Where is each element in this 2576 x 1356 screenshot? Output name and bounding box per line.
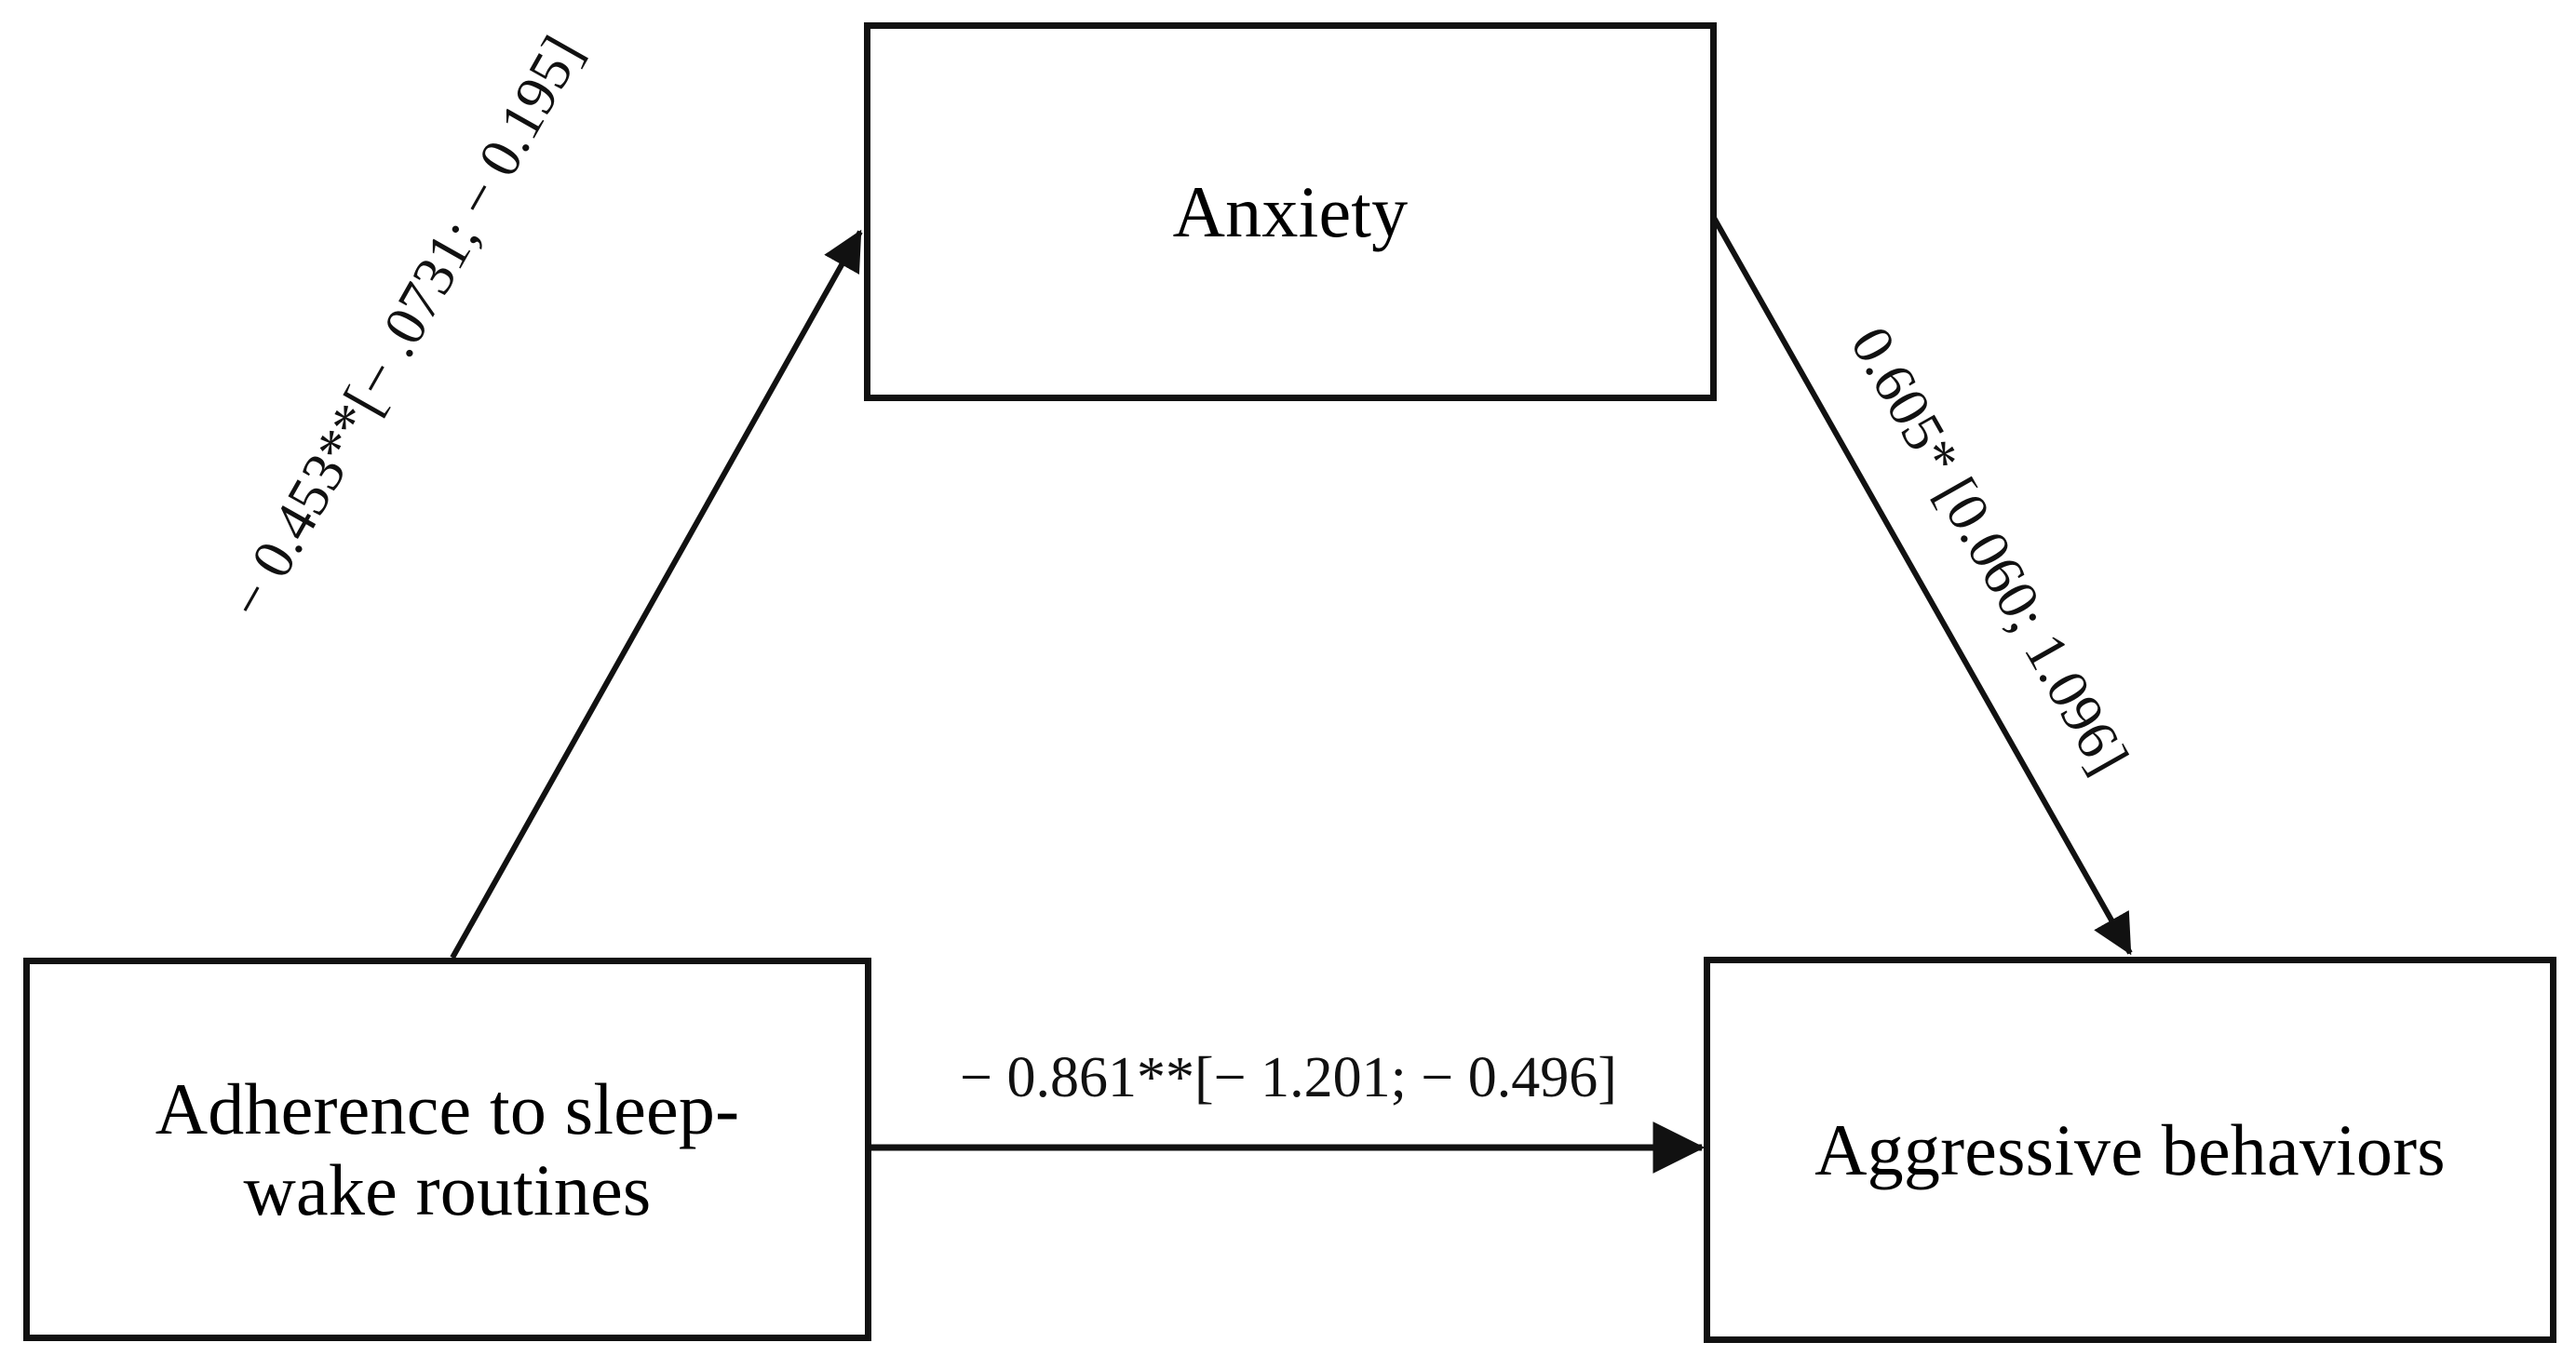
node-aggressive-behaviors[interactable]: Aggressive behaviors — [1704, 957, 2556, 1343]
node-aggressive-label: Aggressive behaviors — [1814, 1108, 2446, 1190]
node-anxiety-label: Anxiety — [1172, 170, 1409, 252]
node-anxiety[interactable]: Anxiety — [864, 22, 1717, 401]
node-adherence-label: Adherence to sleep- wake routines — [155, 1067, 740, 1230]
path-b-arrow — [1711, 216, 2133, 956]
path-a-arrow — [450, 229, 863, 960]
node-adherence-to-sleep-wake-routines[interactable]: Adherence to sleep- wake routines — [23, 958, 871, 1341]
path-c-coefficient-label: − 0.861**[− 1.201; − 0.496] — [960, 1046, 1617, 1109]
